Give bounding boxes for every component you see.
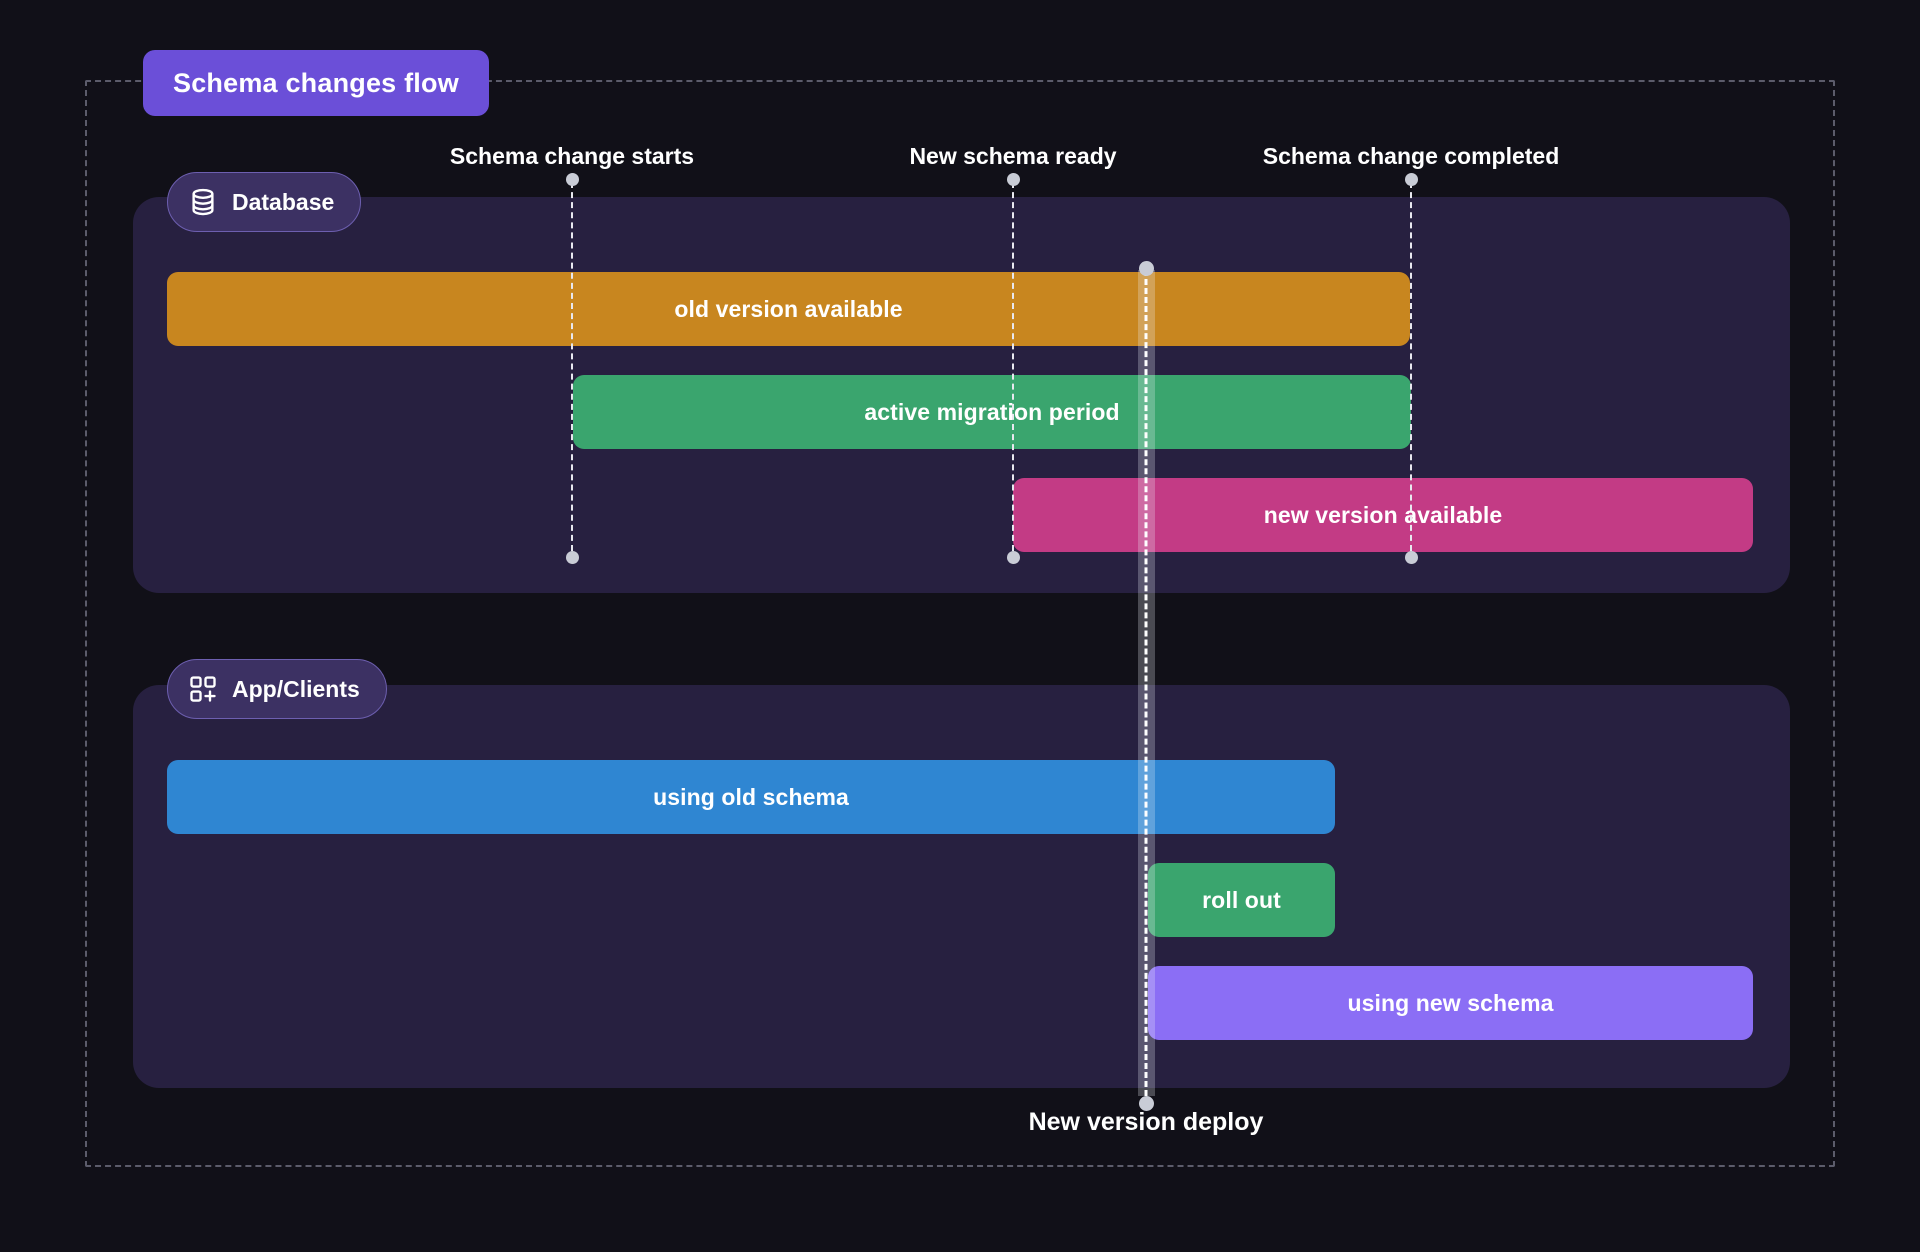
grid-plus-icon [188,674,218,704]
lane-badge-app-clients[interactable]: App/Clients [167,659,387,719]
lane-badge-label: Database [232,188,335,215]
timeline-marker-label: Schema change completed [1262,143,1560,169]
timeline-dot [1138,261,1154,276]
activity-bar[interactable]: using new schema [1148,966,1753,1040]
activity-bar[interactable]: using old schema [167,760,1335,834]
activity-bar-label: new version available [1263,501,1503,528]
timeline-dot [565,551,579,564]
activity-bar-label: using old schema [653,783,849,810]
activity-bar[interactable]: new version available [1013,478,1753,552]
timeline-marker-label: New version deploy [1028,1108,1264,1136]
timeline-dashed-line [571,182,573,551]
timeline-dot [1404,551,1418,564]
diagram-title-pill: Schema changes flow [143,50,489,116]
activity-bar[interactable]: active migration period [573,375,1411,449]
timeline-dot [1006,551,1020,564]
diagram-frame [85,80,1835,1167]
activity-bar-label: old version available [674,295,903,322]
timeline-dashed-line [1410,182,1412,551]
timeline-marker-label: New schema ready [909,143,1117,169]
page-title: Schema changes flow [173,67,459,98]
database-icon [188,187,218,217]
timeline-dot [1006,173,1020,186]
timeline-dashed-line [1012,182,1014,551]
activity-bar-label: active migration period [864,398,1120,425]
timeline-marker-label: Schema change starts [449,143,695,169]
activity-bar[interactable]: roll out [1148,863,1335,937]
activity-bar-label: using new schema [1347,989,1554,1016]
activity-bar-label: roll out [1202,886,1281,913]
timeline-dot [1138,1096,1154,1111]
timeline-dashed-line [1144,270,1148,1096]
activity-bar[interactable]: old version available [167,272,1410,346]
lane-badge-label: App/Clients [232,675,360,702]
timeline-dot [565,173,579,186]
timeline-dot [1404,173,1418,186]
lane-badge-database[interactable]: Database [167,172,362,232]
